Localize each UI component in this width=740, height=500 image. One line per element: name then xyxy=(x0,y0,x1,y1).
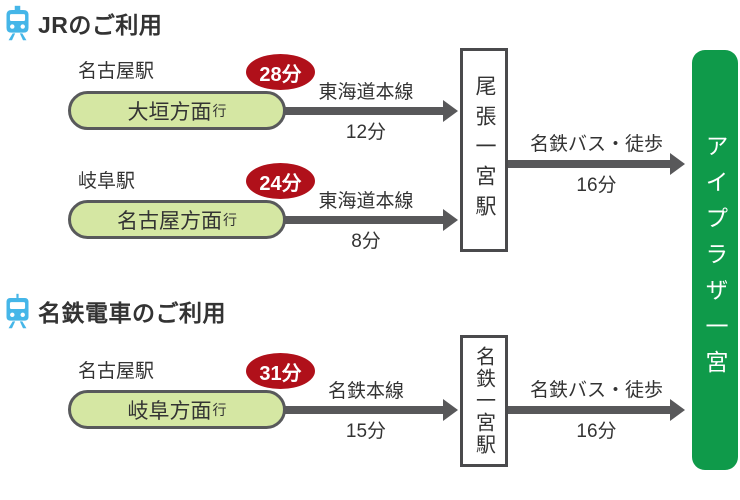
ride-time-label: 12分 xyxy=(345,122,387,143)
line-name-label: 東海道本線 xyxy=(318,82,414,103)
section-title-jr: JRのご利用 xyxy=(38,12,163,38)
direction-pill: 大垣方面行 xyxy=(68,91,286,130)
section-header-jr: JRのご利用 xyxy=(1,5,162,41)
direction-pill: 名古屋方面行 xyxy=(68,200,286,239)
direction-pill: 岐阜方面行 xyxy=(68,390,286,429)
arrow-head xyxy=(443,209,458,231)
arrow-shaft xyxy=(270,107,446,115)
bus-time-label: 16分 xyxy=(576,421,617,442)
bus-time-label: 16分 xyxy=(576,175,617,196)
total-time-badge: 28分 xyxy=(246,54,315,90)
origin-station-label: 名古屋駅 xyxy=(78,361,155,382)
origin-station-label: 名古屋駅 xyxy=(78,61,155,82)
arrow-head xyxy=(443,399,458,421)
arrow-head xyxy=(443,100,458,122)
arrow-shaft xyxy=(508,406,673,414)
direction-label: 岐阜方面 xyxy=(127,399,212,423)
bus-mode-label: 名鉄バス・徒歩 xyxy=(529,134,663,155)
bus-mode-label: 名鉄バス・徒歩 xyxy=(529,380,663,401)
total-time-badge: 31分 xyxy=(246,353,315,389)
direction-label: 名古屋方面 xyxy=(117,209,222,233)
section-header-meitetsu: 名鉄電車のご利用 xyxy=(1,293,226,329)
line-name-label: 東海道本線 xyxy=(318,191,414,212)
hub-station-box: 名鉄一宮駅 xyxy=(460,335,508,467)
meitetsu-train-icon xyxy=(6,293,29,329)
direction-suffix: 行 xyxy=(212,102,227,119)
total-time-badge: 24分 xyxy=(246,163,315,199)
direction-suffix: 行 xyxy=(223,211,237,228)
arrow-head xyxy=(670,399,685,421)
arrow-head xyxy=(670,153,685,175)
line-name-label: 名鉄本線 xyxy=(327,381,404,402)
ride-time-label: 15分 xyxy=(345,421,387,442)
direction-label: 大垣方面 xyxy=(127,100,212,124)
arrow-shaft xyxy=(508,160,673,168)
direction-suffix: 行 xyxy=(212,401,227,418)
origin-station-label: 岐阜駅 xyxy=(78,171,136,192)
arrow-shaft xyxy=(270,406,446,414)
hub-station-box: 尾張一宮駅 xyxy=(460,48,508,252)
ride-time-label: 8分 xyxy=(351,231,381,252)
arrow-shaft xyxy=(270,216,446,224)
jr-train-icon xyxy=(6,5,29,41)
section-title-meitetsu: 名鉄電車のご利用 xyxy=(38,300,226,326)
destination-box: アイプラザ一宮 xyxy=(692,50,738,470)
